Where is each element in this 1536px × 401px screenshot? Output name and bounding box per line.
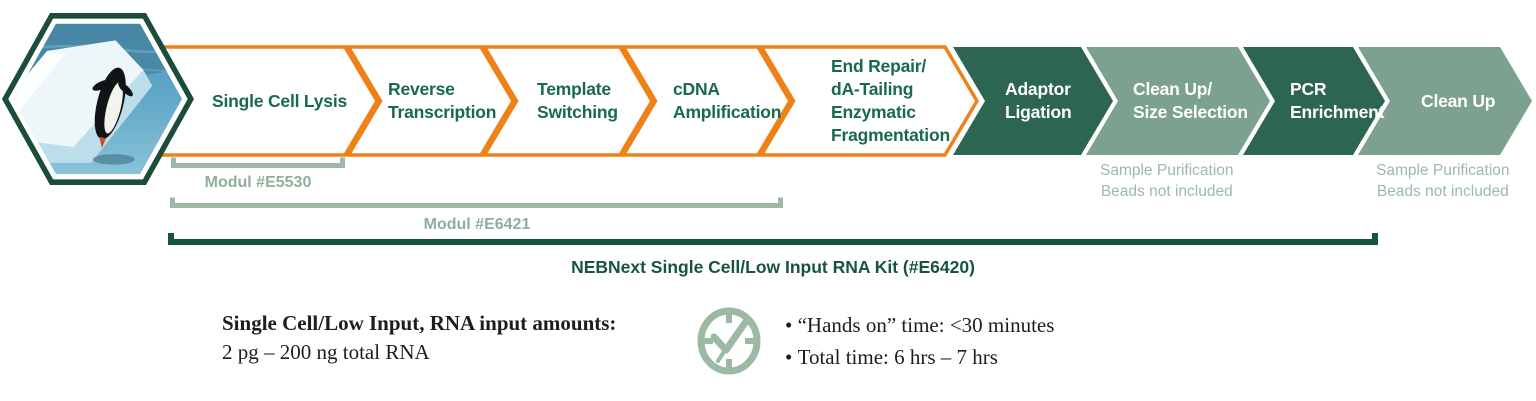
note-line: Sample Purification [1376, 162, 1510, 179]
step-line: Single Cell Lysis [212, 91, 348, 111]
chevron-adaptor-ligation [953, 47, 1113, 155]
chevron-end-repair [758, 45, 980, 157]
step-end-repair: End Repair/ dA-Tailing Enzymatic Fragmen… [831, 55, 950, 147]
note-line: Sample Purification [1100, 162, 1234, 179]
note-line: Beads not included [1100, 183, 1233, 200]
bracket-label-e6421: Modul #E6421 [423, 216, 531, 233]
bracket-label-kit-e6420: NEBNext Single Cell/Low Input RNA Kit (#… [571, 257, 975, 277]
step-line: cDNA [673, 79, 720, 99]
note-line: Beads not included [1376, 183, 1509, 200]
step-line: Fragmentation [831, 125, 950, 145]
step-line: Amplification [673, 102, 782, 122]
step-cleanup-size-selection: Clean Up/ Size Selection [1133, 78, 1248, 124]
step-pcr-enrichment: PCR Enrichment [1290, 78, 1384, 124]
step-line: Size Selection [1133, 102, 1248, 122]
clock-check-icon [697, 307, 761, 375]
step-line: Switching [537, 102, 618, 122]
step-line: dA-Tailing [831, 79, 914, 99]
step-line: Template [537, 79, 611, 99]
step-line: Enzymatic [831, 102, 916, 122]
orange-chevrons [148, 45, 980, 157]
total-time: Total time: 6 hrs – 7 hrs [785, 345, 1054, 370]
step-clean-up: Clean Up [1421, 90, 1495, 113]
bracket-kit-e6420 [168, 233, 1378, 245]
step-line: End Repair/ [831, 56, 927, 76]
step-line: Transcription [388, 102, 497, 122]
step-line: Adaptor [1005, 79, 1071, 99]
step-line: Ligation [1005, 102, 1072, 122]
step-reverse-transcription: Reverse Transcription [388, 78, 496, 124]
beads-note-size-selection: Sample Purification Beads not included [1100, 160, 1234, 202]
hands-on-time: “Hands on” time: <30 minutes [785, 313, 1055, 338]
penguin-photo-hexagon [0, 4, 198, 196]
penguin-photo-icon [2, 13, 194, 185]
time-bullets: “Hands on” time: <30 minutes Total time:… [785, 313, 1055, 377]
chevron-pcr-enrichment [1243, 47, 1385, 155]
step-line: Clean Up [1421, 91, 1496, 111]
chevron-template-switching [481, 45, 655, 157]
step-line: Reverse [388, 79, 455, 99]
step-line: PCR [1290, 79, 1327, 99]
chevron-cleanup-size-selection [1086, 47, 1270, 155]
bracket-module-e6421 [170, 197, 783, 208]
step-adaptor-ligation: Adaptor Ligation [1005, 78, 1072, 124]
step-line: Clean Up/ [1133, 79, 1212, 99]
bracket-module-e5530 [171, 157, 345, 168]
chevron-clean-up [1358, 47, 1532, 155]
rna-input-range: 2 pg – 200 ng total RNA [222, 340, 430, 364]
beads-note-clean-up: Sample Purification Beads not included [1376, 160, 1510, 202]
chevron-cdna-amplification [620, 45, 793, 157]
step-cdna-amplification: cDNA Amplification [673, 78, 781, 124]
step-template-switching: Template Switching [537, 78, 618, 124]
bracket-label-e5530: Modul #E5530 [204, 174, 312, 191]
step-single-cell-lysis: Single Cell Lysis [212, 90, 347, 113]
step-line: Enrichment [1290, 102, 1385, 122]
chevron-reverse-transcription [345, 45, 516, 157]
rna-input-heading: Single Cell/Low Input, RNA input amounts… [222, 311, 617, 335]
